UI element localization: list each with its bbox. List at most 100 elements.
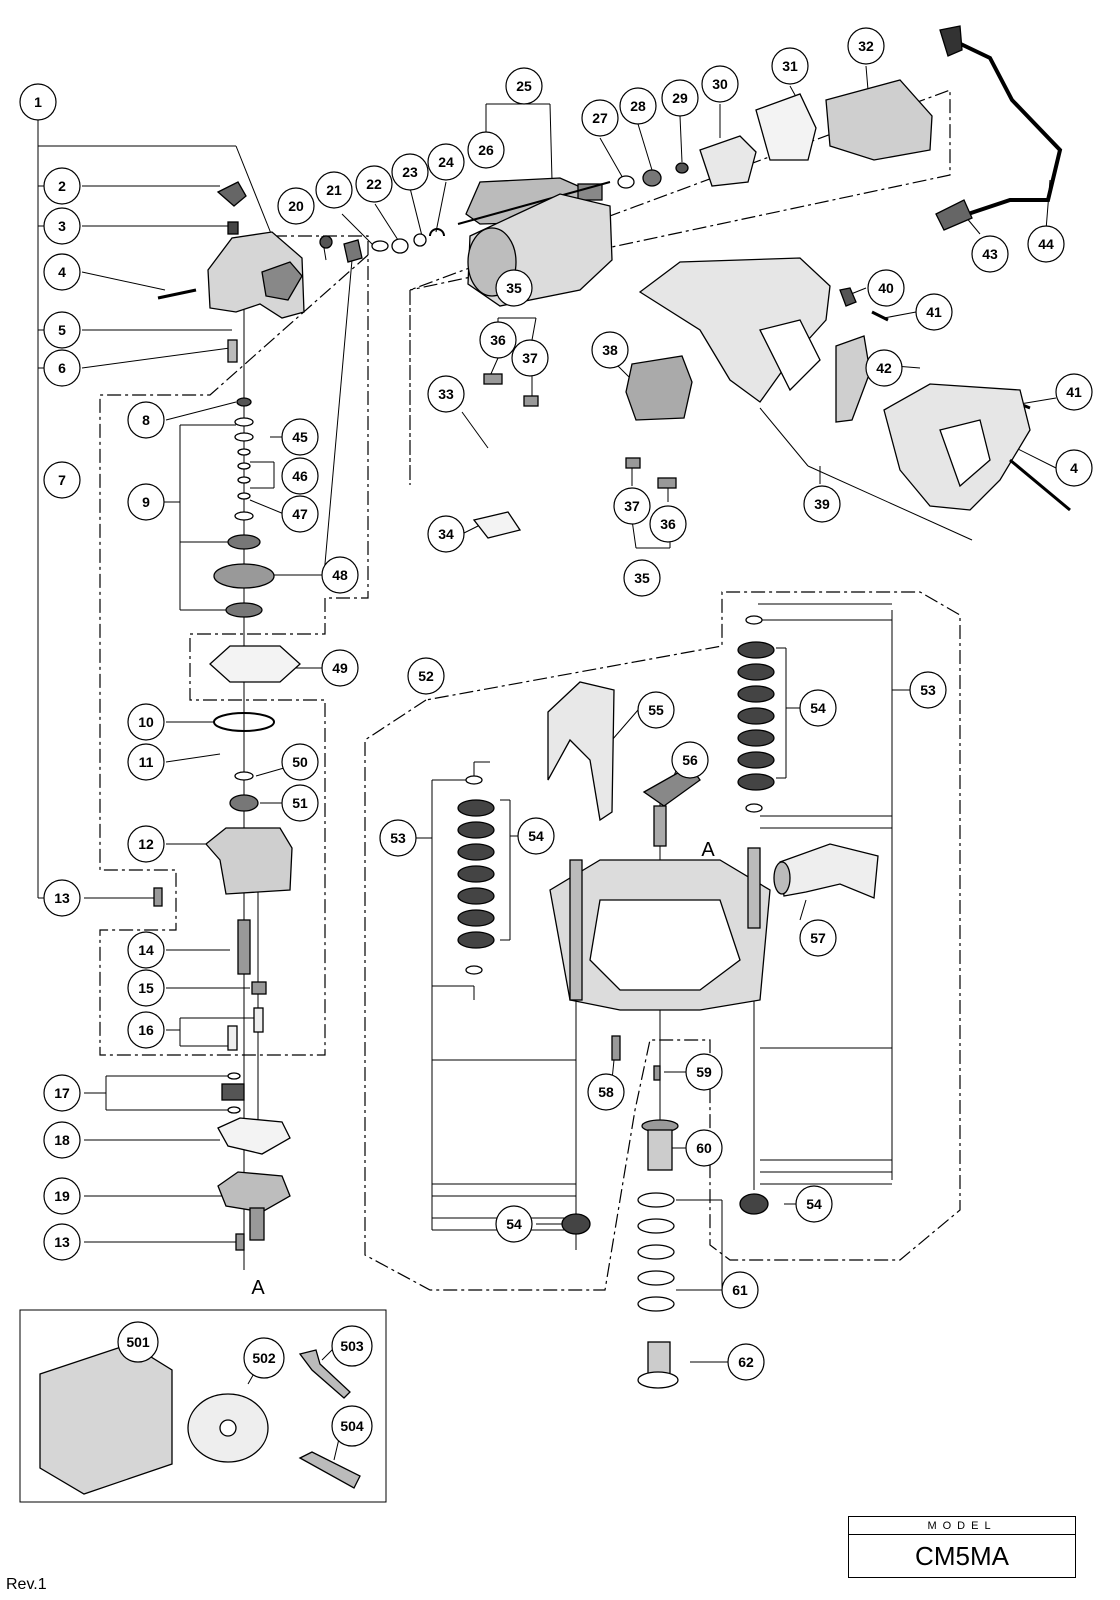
- callout-number: 39: [814, 496, 830, 512]
- callout-number: 47: [292, 506, 308, 522]
- callout-30: 30: [701, 65, 739, 103]
- callout-number: 54: [528, 828, 544, 844]
- callout-circle: [915, 293, 953, 331]
- part-gear-housing: [205, 827, 293, 895]
- callout-56: 56: [671, 741, 709, 779]
- callout-circle: [971, 235, 1009, 273]
- callout-number: 54: [806, 1196, 822, 1212]
- callout-9: 9: [127, 483, 165, 521]
- callout-number: 36: [660, 516, 676, 532]
- part-shapes: [153, 25, 1071, 1389]
- callout-number: 58: [598, 1084, 614, 1100]
- callout-number: 37: [522, 350, 538, 366]
- part-ball-bearing: [229, 794, 259, 812]
- callout-number: 11: [139, 754, 154, 770]
- reference-letter-a-base: A: [701, 839, 715, 861]
- callout-number: 22: [366, 176, 382, 192]
- callout-circle: [127, 825, 165, 863]
- callout-circle: [43, 1074, 81, 1112]
- callout-61: 61: [721, 1271, 759, 1309]
- callout-52: 52: [407, 657, 445, 695]
- model-box: MODEL CM5MA: [848, 1516, 1076, 1578]
- callout-26: 26: [467, 131, 505, 169]
- callout-number: 16: [138, 1022, 154, 1038]
- callout-22: 22: [355, 165, 393, 203]
- callout-number: 55: [648, 702, 664, 718]
- callout-circle: [43, 879, 81, 917]
- callout-number: 33: [438, 386, 454, 402]
- callout-circle: [649, 505, 687, 543]
- callout-number: 38: [602, 342, 618, 358]
- callout-7: 7: [43, 461, 81, 499]
- part-gasket-lower: [217, 1117, 291, 1155]
- callout-number: 14: [138, 942, 154, 958]
- callout-4: 4: [43, 253, 81, 291]
- callout-number: 24: [438, 154, 454, 170]
- callout-circle: [1055, 449, 1093, 487]
- callout-41: 41: [1055, 373, 1093, 411]
- part-housing-ring: [755, 93, 817, 161]
- callout-number: 503: [340, 1338, 364, 1354]
- part-hex-bar-wrench: [298, 1451, 361, 1489]
- callout-51: 51: [281, 784, 319, 822]
- callout-number: 36: [490, 332, 506, 348]
- callout-number: 35: [506, 280, 522, 296]
- callout-number: 5: [58, 322, 66, 338]
- callout-55: 55: [637, 691, 675, 729]
- part-gasket: [209, 645, 301, 683]
- callout-number: 9: [142, 494, 150, 510]
- callout-circle: [701, 65, 739, 103]
- callout-circle: [479, 321, 517, 359]
- callout-503: 503: [331, 1325, 373, 1367]
- callout-circle: [867, 269, 905, 307]
- part-wrench: [298, 1349, 351, 1399]
- callout-28: 28: [619, 87, 657, 125]
- callout-number: 501: [126, 1334, 150, 1350]
- callout-circle: [803, 485, 841, 523]
- callout-circle: [847, 27, 885, 65]
- callout-504: 504: [331, 1405, 373, 1447]
- callout-number: 4: [1070, 460, 1078, 476]
- callout-36: 36: [649, 505, 687, 543]
- callout-24: 24: [427, 143, 465, 181]
- callout-circle: [727, 1343, 765, 1381]
- callout-54: 54: [495, 1205, 533, 1243]
- part-power-cord: [943, 34, 1063, 222]
- part-lock-lever: [216, 181, 247, 207]
- callout-5: 5: [43, 311, 81, 349]
- callout-circle: [505, 67, 543, 105]
- model-name: CM5MA: [915, 1541, 1009, 1571]
- callout-number: 23: [402, 164, 418, 180]
- callout-circle: [127, 483, 165, 521]
- callout-circle: [19, 83, 57, 121]
- callout-number: 10: [138, 714, 154, 730]
- callout-circle: [281, 418, 319, 456]
- callout-number: 8: [142, 412, 150, 428]
- callout-circle: [43, 253, 81, 291]
- callout-circle: [671, 741, 709, 779]
- callout-number: 46: [292, 468, 308, 484]
- callout-number: 26: [478, 142, 494, 158]
- callout-number: 19: [54, 1188, 70, 1204]
- callout-number: 13: [54, 890, 70, 906]
- callout-40: 40: [867, 269, 905, 307]
- callout-31: 31: [771, 47, 809, 85]
- callout-13: 13: [43, 879, 81, 917]
- accessory-shapes: [39, 1343, 361, 1495]
- callout-circle: [427, 375, 465, 413]
- callout-circle: [637, 691, 675, 729]
- callout-number: 18: [54, 1132, 70, 1148]
- callout-53: 53: [909, 671, 947, 709]
- callout-circle: [355, 165, 393, 203]
- callout-number: 62: [738, 1354, 754, 1370]
- callout-2: 2: [43, 167, 81, 205]
- callout-circle: [865, 349, 903, 387]
- callout-number: 53: [920, 682, 936, 698]
- callout-number: 12: [138, 836, 154, 852]
- callout-32: 32: [847, 27, 885, 65]
- callout-42: 42: [865, 349, 903, 387]
- callout-circle: [127, 969, 165, 1007]
- callout-13: 13: [43, 1223, 81, 1261]
